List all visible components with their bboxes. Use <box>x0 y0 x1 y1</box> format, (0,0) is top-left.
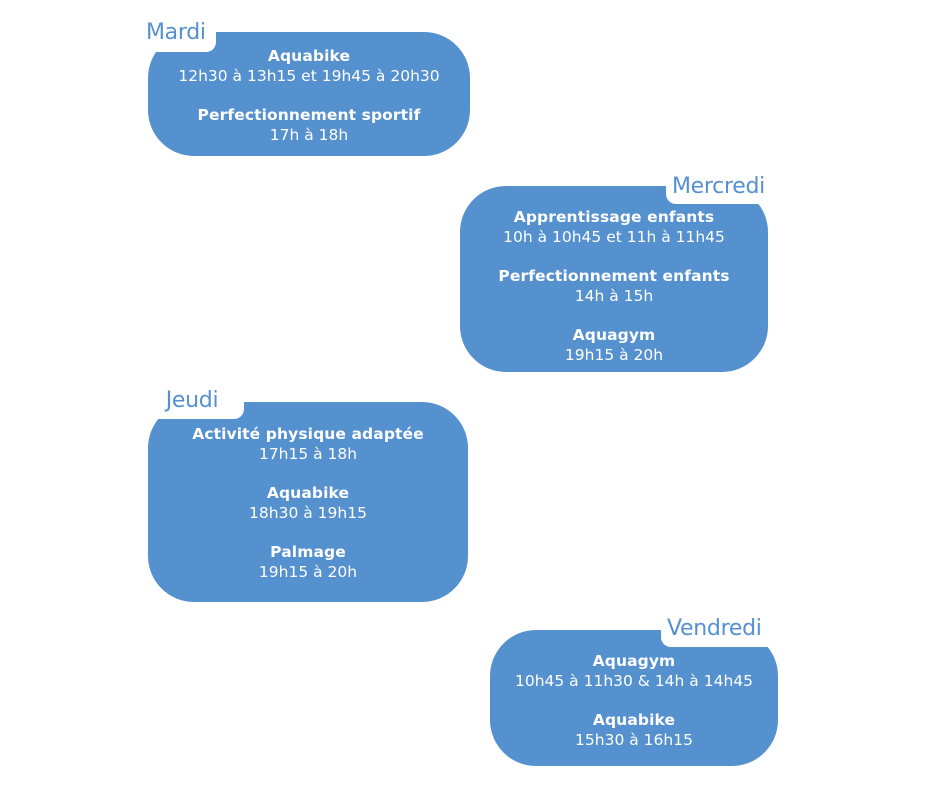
activity-item: Activité physique adaptée 17h15 à 18h <box>192 424 424 464</box>
activity-name: Apprentissage enfants <box>513 208 715 226</box>
schedule-box: Aquagym 10h45 à 11h30 & 14h à 14h45 Aqua… <box>490 630 778 766</box>
day-label: Mercredi <box>666 160 782 204</box>
activity-time: 12h30 à 13h15 et 19h45 à 20h30 <box>178 66 440 85</box>
activity-time: 18h30 à 19h15 <box>249 504 367 522</box>
activity-item: Perfectionnement enfants 14h à 15h <box>498 266 729 306</box>
activity-name: Aquabike <box>266 484 350 502</box>
activity-time: 10h à 10h45 et 11h à 11h45 <box>503 228 725 246</box>
activity-time: 10h45 à 11h30 & 14h à 14h45 <box>514 671 753 690</box>
activity-time: 15h30 à 16h15 <box>575 730 693 749</box>
activity-item: Perfectionnement sportif 17h à 18h <box>198 105 421 145</box>
activity-time: 17h15 à 18h <box>258 445 358 463</box>
activity-name: Perfectionnement enfants <box>498 267 730 285</box>
schedule-box: Apprentissage enfants 10h à 10h45 et 11h… <box>460 186 768 372</box>
day-label: Mardi <box>140 10 216 52</box>
day-label: Vendredi <box>661 604 788 647</box>
activity-name: Aquagym <box>592 651 676 670</box>
day-card-vendredi: Vendredi Aquagym 10h45 à 11h30 & 14h à 1… <box>490 604 788 766</box>
day-card-mardi: Mardi Aquabike 12h30 à 13h15 et 19h45 à … <box>140 10 470 156</box>
activity-name: Palmage <box>270 543 346 561</box>
activity-name: Aquagym <box>572 326 656 344</box>
day-card-jeudi: Jeudi Activité physique adaptée 17h15 à … <box>140 376 468 602</box>
activity-time: 19h15 à 20h <box>258 563 358 581</box>
activity-name: Aquabike <box>592 710 676 729</box>
activity-name: Activité physique adaptée <box>192 425 424 443</box>
schedule-box: Aquabike 12h30 à 13h15 et 19h45 à 20h30 … <box>148 32 470 156</box>
activity-time: 14h à 15h <box>574 287 654 305</box>
schedule-box: Activité physique adaptée 17h15 à 18h Aq… <box>148 402 468 602</box>
activity-name: Perfectionnement sportif <box>197 105 421 124</box>
day-card-mercredi: Mercredi Apprentissage enfants 10h à 10h… <box>460 160 782 372</box>
activity-time: 19h15 à 20h <box>564 346 664 364</box>
activity-time: 17h à 18h <box>269 125 349 144</box>
activity-item: Aquabike 15h30 à 16h15 <box>575 710 693 750</box>
activity-item: Apprentissage enfants 10h à 10h45 et 11h… <box>503 207 725 247</box>
activity-item: Aquabike 12h30 à 13h15 et 19h45 à 20h30 <box>178 46 439 86</box>
activity-item: Aquabike 18h30 à 19h15 <box>249 483 367 523</box>
activity-item: Aquagym 19h15 à 20h <box>565 325 663 365</box>
activity-item: Aquagym 10h45 à 11h30 & 14h à 14h45 <box>515 651 753 691</box>
activity-item: Palmage 19h15 à 20h <box>259 542 357 582</box>
activity-name: Aquabike <box>267 46 351 65</box>
day-label: Jeudi <box>140 376 244 419</box>
